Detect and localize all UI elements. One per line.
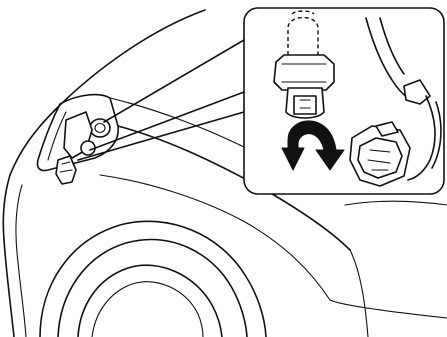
leader-line-middle xyxy=(90,92,244,150)
socket-connector-block xyxy=(294,96,316,114)
socket-round xyxy=(81,141,95,155)
headlamp-lens-line xyxy=(48,112,66,160)
front-bumper-outline xyxy=(3,175,14,337)
small-connector xyxy=(56,156,76,184)
door-edge-line xyxy=(350,250,368,337)
connector-face xyxy=(358,138,402,178)
socket-flange xyxy=(274,55,334,90)
callout-leader-lines xyxy=(78,40,244,160)
tire-inner xyxy=(92,282,203,337)
socket-ring-small xyxy=(90,119,110,137)
wheel-arch-outer xyxy=(40,221,266,337)
body-side-line xyxy=(345,201,447,205)
tire-outline xyxy=(78,265,222,337)
bumper-inner-line xyxy=(16,185,26,337)
headlamp-bulb-socket xyxy=(56,112,110,184)
rocker-line xyxy=(330,300,447,318)
detail-inset xyxy=(244,8,444,194)
